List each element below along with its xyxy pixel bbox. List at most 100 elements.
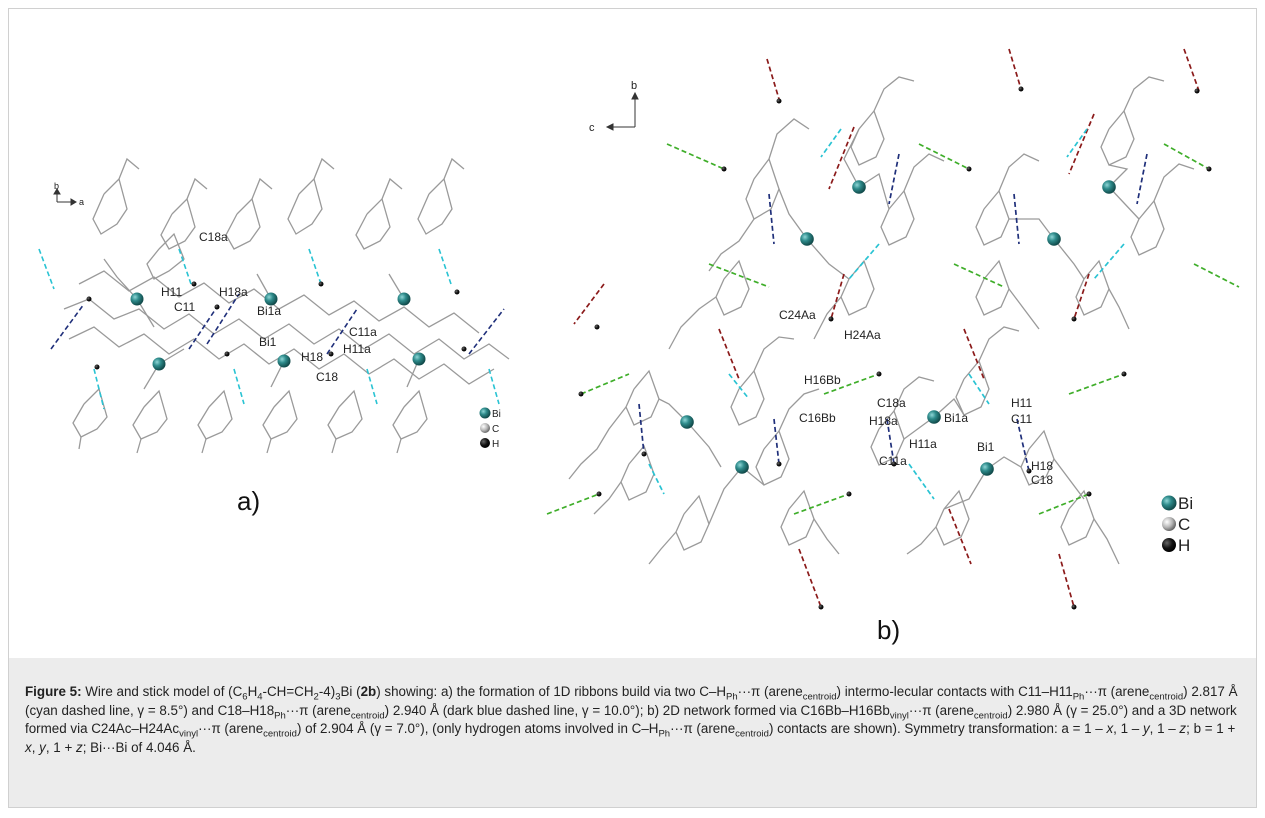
atom-label: H11a bbox=[343, 342, 371, 356]
caption-sub: 6 bbox=[242, 691, 248, 703]
panel-a-atoms bbox=[86, 281, 467, 371]
panel-b-atom-labels: C24Aa H24Aa H16Bb C18a Bi1a H11 C11 C16B… bbox=[779, 308, 1053, 487]
panel-b-axes bbox=[605, 91, 639, 131]
caption-sub: Ph bbox=[1072, 691, 1085, 703]
atom-label: C11a bbox=[879, 454, 907, 468]
caption-text: ) 2.817 Å (cyan dashed line, γ = 8.5°) a… bbox=[25, 684, 1238, 718]
atom-label: H16Bb bbox=[804, 373, 841, 387]
atom-label: C18a bbox=[199, 230, 228, 244]
caption-var: x bbox=[1106, 721, 1114, 737]
caption-text: ···π (arene bbox=[670, 721, 736, 737]
legend-c: C bbox=[1178, 515, 1190, 534]
panel-a-axis-a: a bbox=[79, 197, 84, 207]
caption-text: ; b = 1 + bbox=[1186, 721, 1236, 737]
panel-b: b c bbox=[546, 48, 1240, 645]
legend-bi: Bi bbox=[492, 409, 501, 420]
caption-text: , 1 – bbox=[1113, 721, 1143, 737]
caption-compound: 2b bbox=[360, 684, 377, 699]
caption-sub: vinyl bbox=[179, 728, 199, 740]
atom-label: H18 bbox=[1031, 459, 1053, 473]
caption-sub: Ph bbox=[726, 691, 738, 703]
panel-a-axis-b: b bbox=[54, 181, 59, 191]
legend-h: H bbox=[492, 439, 499, 450]
caption-text: H bbox=[247, 684, 258, 699]
atom-label: H24Aa bbox=[844, 328, 881, 342]
panel-b-atoms bbox=[578, 86, 1212, 610]
caption-text: ···π (arene bbox=[198, 721, 264, 737]
caption-sub: Ph bbox=[658, 728, 671, 740]
caption-figure-label: Figure 5: bbox=[25, 684, 82, 699]
legend-c: C bbox=[492, 424, 499, 435]
caption-text: ···π (arene bbox=[737, 684, 803, 699]
caption-var: z bbox=[76, 739, 83, 755]
caption-text: ) showing: a) the formation of 1D ribbon… bbox=[376, 684, 727, 699]
panel-b-wireframe bbox=[568, 76, 1195, 565]
panel-a: b a bbox=[38, 157, 510, 516]
figure-illustration: b a bbox=[38, 48, 1240, 645]
caption-sub: centroid bbox=[263, 728, 297, 740]
panel-b-contacts bbox=[546, 48, 1240, 608]
atom-label: H18a bbox=[219, 285, 248, 299]
caption-sub: 3 bbox=[335, 691, 341, 703]
caption-sub: centroid bbox=[802, 691, 837, 703]
caption-text: ) of 2.904 Å (γ = 7.0°), (only hydrogen … bbox=[296, 721, 659, 737]
atom-label: H18 bbox=[301, 350, 323, 364]
caption-sub: 4 bbox=[257, 691, 263, 703]
atom-label: H11a bbox=[909, 437, 937, 451]
caption-var: z bbox=[1179, 721, 1187, 737]
panel-b-legend: Bi C H bbox=[1161, 494, 1193, 555]
atom-label: C18 bbox=[316, 370, 338, 384]
panel-a-contacts bbox=[38, 248, 505, 410]
atom-label: H18a bbox=[869, 414, 898, 428]
caption-text: ) 2.980 Å (γ = 25.0°) and a 3D network f… bbox=[25, 702, 1237, 737]
atom-label: H11 bbox=[1011, 396, 1032, 410]
caption-text: , bbox=[31, 739, 40, 755]
panel-a-axes bbox=[53, 188, 77, 206]
legend-bi: Bi bbox=[1178, 494, 1193, 513]
atom-label: C11 bbox=[1011, 412, 1032, 426]
caption-sub: centroid bbox=[350, 710, 385, 722]
atom-label: Bi1 bbox=[977, 440, 995, 454]
atom-label: C18a bbox=[877, 396, 906, 410]
caption-text: , 1 + bbox=[45, 739, 77, 755]
caption-sub: centroid bbox=[973, 710, 1008, 722]
caption-text: ···π (arene bbox=[1084, 684, 1150, 699]
caption-text: -4) bbox=[318, 684, 336, 699]
caption-sub: vinyl bbox=[889, 710, 909, 722]
panel-a-atom-labels: C18a H11 C11 H18a Bi1a Bi1 C11a H18 H11a… bbox=[161, 230, 377, 384]
atom-label: H11 bbox=[161, 285, 182, 299]
caption-var: y bbox=[1142, 721, 1150, 737]
panel-a-wireframe bbox=[63, 157, 510, 454]
caption-sub: centroid bbox=[1149, 691, 1184, 703]
panel-b-axis-c: c bbox=[589, 122, 595, 134]
atom-label: C18 bbox=[1031, 473, 1053, 487]
caption-text: -CH=CH bbox=[262, 684, 314, 699]
caption-text: ) contacts are shown). Symmetry transfor… bbox=[768, 721, 1107, 737]
caption-text: ···π (arene bbox=[908, 702, 974, 718]
caption-text: ) intermo-lecular contacts with C11–H11 bbox=[836, 684, 1073, 699]
atom-label: Bi1 bbox=[259, 335, 277, 349]
caption-text: ) 2.940 Å (dark blue dashed line, γ = 10… bbox=[384, 702, 890, 718]
atom-label: C16Bb bbox=[799, 411, 836, 425]
caption-sub: centroid bbox=[735, 728, 769, 740]
caption-text: , 1 – bbox=[1149, 721, 1180, 737]
figure-caption: Figure 5: Wire and stick model of (C6H4-… bbox=[9, 658, 1256, 807]
atom-label: Bi1a bbox=[944, 411, 968, 425]
panel-b-axis-b: b bbox=[631, 80, 637, 92]
panel-a-legend: Bi C H bbox=[479, 407, 501, 450]
legend-h: H bbox=[1178, 536, 1190, 555]
atom-label: C24Aa bbox=[779, 308, 816, 322]
caption-var: x bbox=[25, 739, 32, 755]
caption-text: Wire and stick model of (C bbox=[81, 684, 243, 699]
atom-label: C11 bbox=[174, 300, 195, 314]
atom-label: Bi1a bbox=[257, 304, 281, 318]
atom-label: C11a bbox=[349, 325, 377, 339]
panel-a-label: a) bbox=[237, 486, 260, 516]
panel-b-label: b) bbox=[877, 615, 900, 645]
caption-sub: Ph bbox=[274, 710, 286, 722]
caption-text: Bi ( bbox=[340, 684, 361, 699]
caption-text: ; Bi···Bi of 4.046 Å. bbox=[82, 739, 196, 755]
caption-text: ···π (arene bbox=[285, 702, 351, 718]
caption-var: y bbox=[39, 739, 46, 755]
caption-sub: 2 bbox=[313, 691, 319, 703]
